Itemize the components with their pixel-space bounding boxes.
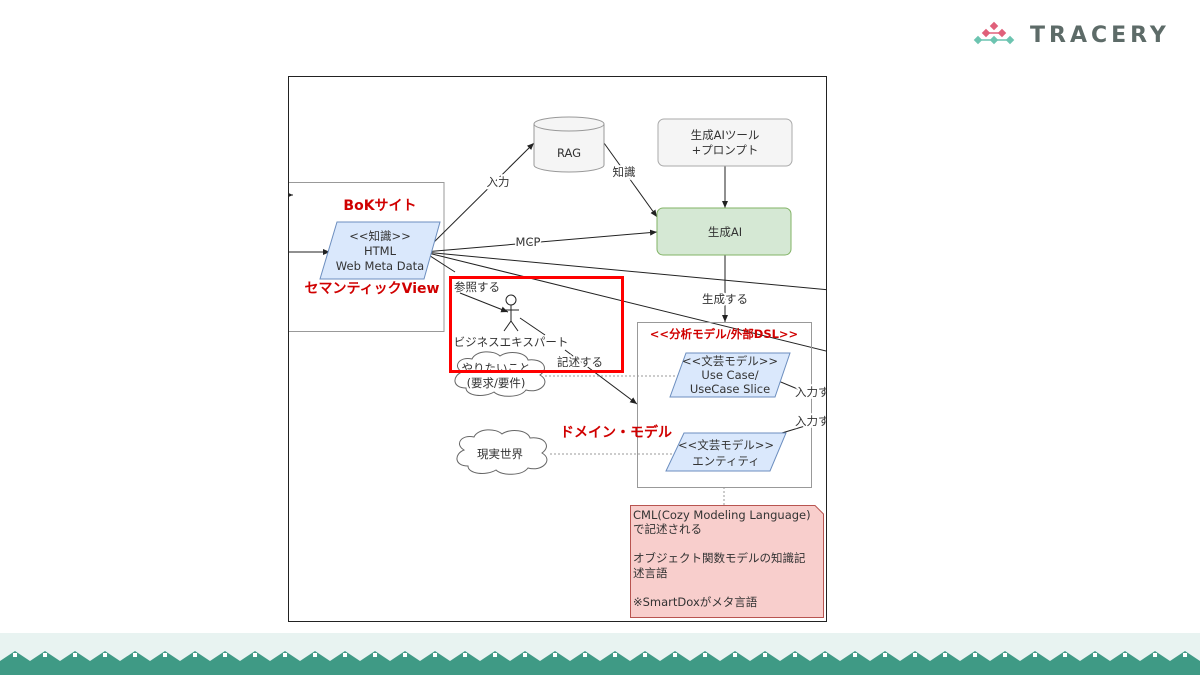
edge-input-right-2: 入力す bbox=[795, 414, 830, 428]
edge-mcp bbox=[423, 229, 658, 253]
entity-stereotype: <<文芸モデル>> bbox=[678, 438, 774, 452]
gen-ai-label: 生成AI bbox=[708, 225, 742, 239]
footer-dot bbox=[823, 653, 827, 657]
semantic-view-label: セマンティックView bbox=[305, 281, 440, 297]
gen-ai-tool-line2: +プロンプト bbox=[692, 143, 759, 157]
edge-long-1 bbox=[423, 251, 826, 291]
edge-refer bbox=[459, 292, 509, 313]
edge-input-label: 入力 bbox=[487, 175, 510, 189]
edge-generate-label: 生成する bbox=[702, 292, 748, 306]
footer-dot bbox=[343, 653, 347, 657]
edge-refer-label: 参照する bbox=[454, 280, 500, 294]
edge-input-right-1: 入力す bbox=[795, 385, 830, 399]
footer-dot bbox=[973, 653, 977, 657]
footer-dot bbox=[73, 653, 77, 657]
footer-dot bbox=[163, 653, 167, 657]
knowledge-node-stereotype: <<知識>> bbox=[349, 229, 411, 243]
cml-note[interactable]: CML(Cozy Modeling Language) で記述される オブジェク… bbox=[630, 505, 824, 618]
footer-dot bbox=[1153, 653, 1157, 657]
note-line2: で記述される bbox=[633, 522, 702, 536]
footer-dot bbox=[643, 653, 647, 657]
footer-dot bbox=[1003, 653, 1007, 657]
footer-dot bbox=[463, 653, 467, 657]
analysis-model-container bbox=[637, 322, 812, 488]
footer-dot bbox=[1033, 653, 1037, 657]
footer-dot bbox=[1063, 653, 1067, 657]
gen-ai-tool-line1: 生成AIツール bbox=[691, 128, 760, 142]
note-line5: ※SmartDoxがメタ言語 bbox=[633, 595, 758, 609]
cloud-wants-line2: (要求/要件) bbox=[467, 376, 526, 390]
gen-ai-tool-node[interactable] bbox=[657, 118, 793, 167]
footer-dot bbox=[493, 653, 497, 657]
cloud-real-world-label: 現実世界 bbox=[477, 447, 523, 461]
entity-label: エンティティ bbox=[692, 454, 760, 468]
actor-icon bbox=[503, 294, 519, 332]
entity-node[interactable] bbox=[665, 432, 787, 472]
edge-rag-to-genai bbox=[603, 142, 658, 218]
edge-describe-label: 記述する bbox=[557, 355, 603, 369]
footer-dot bbox=[1123, 653, 1127, 657]
actor-label: ビジネスエキスパート bbox=[454, 335, 569, 349]
cloud-real-world[interactable]: 現実世界 bbox=[456, 429, 548, 475]
rag-database[interactable]: RAG bbox=[533, 116, 605, 173]
footer-dot bbox=[1093, 653, 1097, 657]
footer-dot bbox=[883, 653, 887, 657]
rag-label: RAG bbox=[557, 146, 581, 160]
footer-dot bbox=[373, 653, 377, 657]
logo-mark-icon bbox=[973, 21, 1015, 45]
use-case-line2: Use Case/ bbox=[701, 368, 758, 382]
edge-describe bbox=[564, 349, 638, 405]
footer-dot bbox=[763, 653, 767, 657]
edge-knowledge-label: 知識 bbox=[613, 165, 636, 179]
footer-dot bbox=[433, 653, 437, 657]
diagram: <<知識>> HTML Web Meta Data BoKサイト セマンティック… bbox=[289, 116, 830, 618]
use-case-line3: UseCase Slice bbox=[690, 382, 770, 396]
tracery-logo: TRACERY bbox=[973, 21, 1170, 48]
footer-dot bbox=[13, 653, 17, 657]
edge-long-2 bbox=[423, 251, 826, 352]
footer-dot bbox=[403, 653, 407, 657]
footer-dot bbox=[283, 653, 287, 657]
footer-dot bbox=[583, 653, 587, 657]
footer-dot bbox=[523, 653, 527, 657]
footer-dot bbox=[703, 653, 707, 657]
analysis-model-title: <<分析モデル/外部DSL>> bbox=[650, 327, 798, 341]
footer-pattern bbox=[0, 651, 1200, 661]
bok-site-title: BoKサイト bbox=[343, 198, 416, 214]
knowledge-node-meta: Web Meta Data bbox=[336, 259, 424, 273]
edge-input-to-rag bbox=[423, 142, 535, 253]
footer-dot bbox=[43, 653, 47, 657]
gen-ai-node[interactable] bbox=[656, 207, 792, 256]
domain-model-label: ドメイン・モデル bbox=[560, 424, 672, 441]
note-line3: オブジェクト関数モデルの知識記 bbox=[633, 551, 806, 565]
footer-dot bbox=[133, 653, 137, 657]
footer-dot bbox=[223, 653, 227, 657]
footer-dot bbox=[793, 653, 797, 657]
use-case-stereotype: <<文芸モデル>> bbox=[682, 354, 778, 368]
note-line4: 述言語 bbox=[633, 566, 668, 580]
footer-dot bbox=[103, 653, 107, 657]
footer-dot bbox=[313, 653, 317, 657]
footer-dot bbox=[853, 653, 857, 657]
footer-band bbox=[0, 633, 1200, 675]
note-line1: CML(Cozy Modeling Language) bbox=[633, 508, 811, 522]
knowledge-node-html: HTML bbox=[364, 244, 397, 258]
edge-mcp-label: MCP bbox=[516, 235, 541, 249]
footer-dot bbox=[673, 653, 677, 657]
use-case-node[interactable] bbox=[669, 352, 791, 398]
footer-dot bbox=[913, 653, 917, 657]
footer-dot bbox=[253, 653, 257, 657]
highlight-box bbox=[449, 276, 624, 373]
footer-dot bbox=[193, 653, 197, 657]
footer-dot bbox=[733, 653, 737, 657]
footer-dot bbox=[943, 653, 947, 657]
footer-dot bbox=[613, 653, 617, 657]
footer-dot bbox=[1183, 653, 1187, 657]
knowledge-node[interactable] bbox=[319, 221, 441, 280]
footer-dot bbox=[553, 653, 557, 657]
brand-name: TRACERY bbox=[1030, 23, 1170, 48]
